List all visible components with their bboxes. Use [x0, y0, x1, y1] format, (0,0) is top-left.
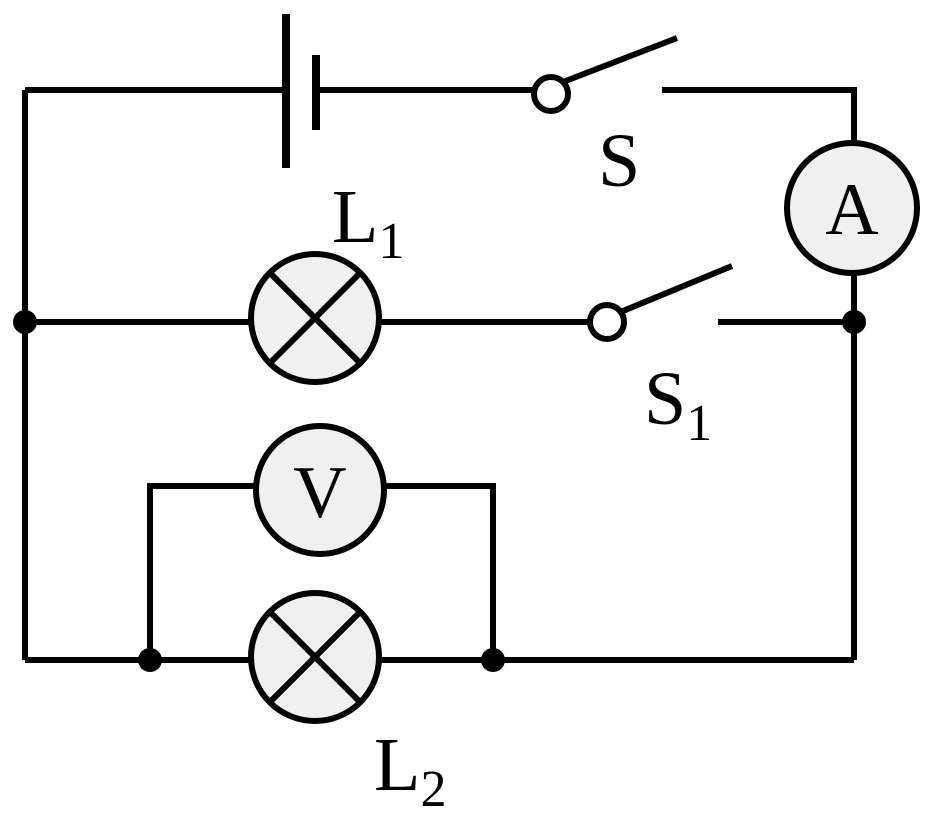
switch-s-lever [561, 35, 679, 85]
ammeter-label: A [825, 169, 878, 251]
junction-voltmeter-right [481, 648, 505, 672]
lamp-l1-label: L1 [332, 175, 404, 270]
lamp-l2-label: L2 [374, 723, 446, 818]
switch-s1-lever [616, 263, 734, 316]
switch-s1-subscript: 1 [686, 395, 712, 452]
lamp-l2 [248, 590, 382, 724]
switch-s [531, 35, 679, 114]
switch-s1-label: S1 [644, 357, 712, 452]
switch-s1-letter: S [644, 357, 686, 441]
junction-right-middle [842, 310, 866, 334]
lamp-l1-cross-b [267, 270, 363, 366]
battery [282, 14, 320, 168]
voltmeter: V [253, 423, 387, 557]
lamp-l1 [248, 251, 382, 385]
lamp-l2-letter: L [374, 723, 420, 807]
voltmeter-label: V [293, 452, 346, 534]
lamp-l2-subscript: 2 [420, 761, 446, 818]
wire-voltmeter-right [385, 483, 496, 660]
lamp-l1-subscript: 1 [378, 213, 404, 270]
junction-voltmeter-left [138, 648, 162, 672]
lamp-l2-cross-b [267, 609, 363, 705]
wire-voltmeter-left [147, 483, 255, 660]
lamp-l1-letter: L [332, 175, 378, 259]
voltmeter-body [253, 423, 387, 557]
switch-s1 [587, 263, 734, 342]
switch-s-label: S [598, 119, 640, 203]
ammeter: A [784, 140, 920, 276]
ammeter-body [784, 140, 920, 276]
switch-s1-pivot [587, 302, 627, 342]
wire-top-right [662, 87, 857, 140]
switch-s-pivot [531, 74, 571, 114]
junction-left-middle [13, 310, 37, 334]
